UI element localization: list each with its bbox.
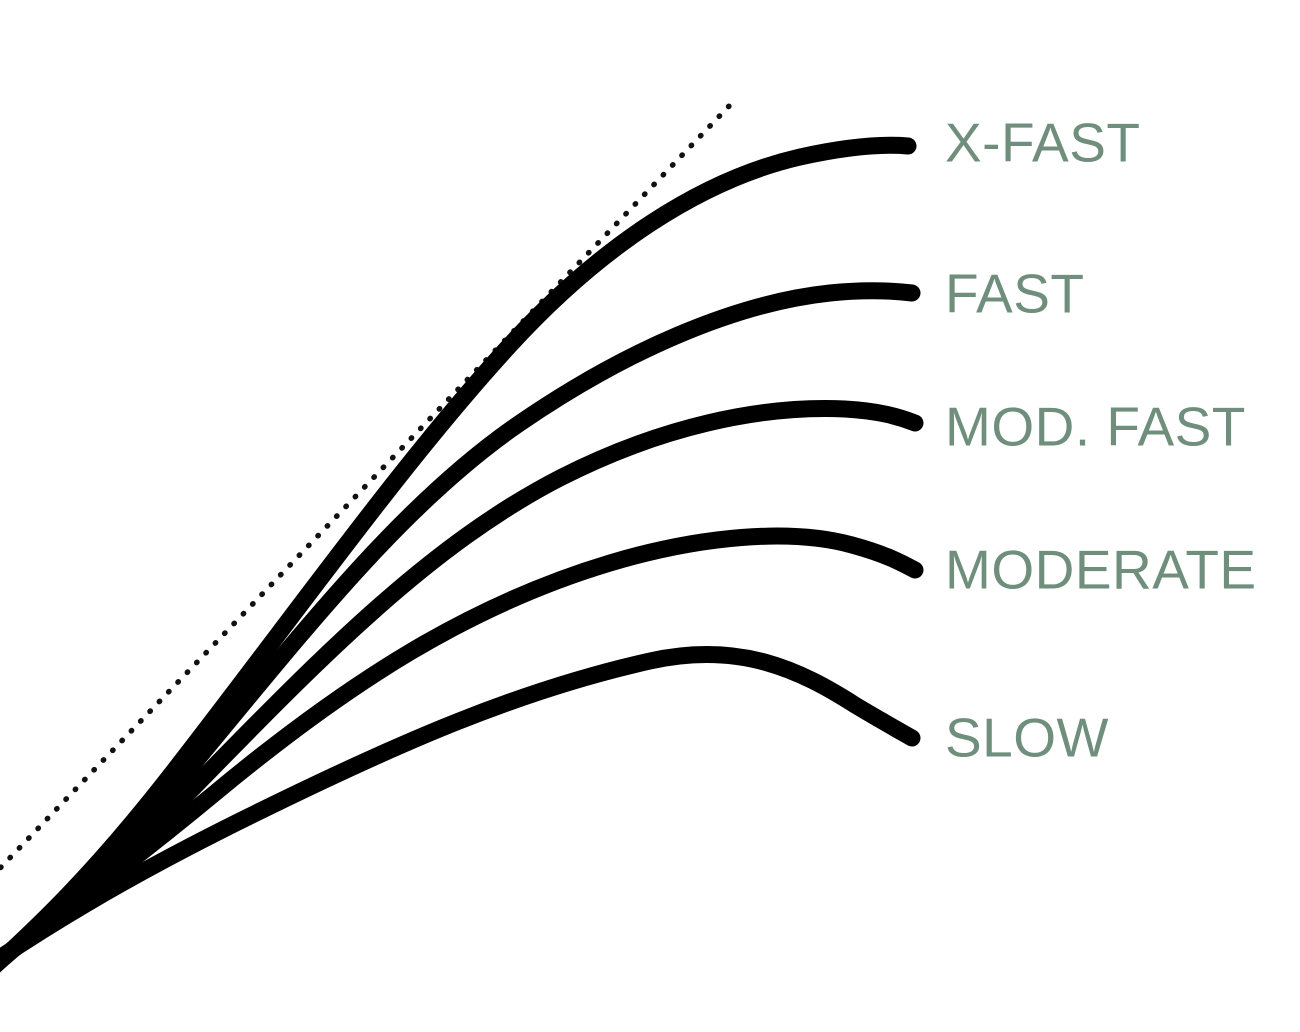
curve-label-x-fast: X-FAST xyxy=(945,111,1141,174)
curve-label-mod-fast: MOD. FAST xyxy=(945,395,1246,458)
curve-label-fast: FAST xyxy=(945,262,1085,325)
curve-slow xyxy=(0,646,921,968)
curve-moderate xyxy=(0,527,924,970)
curve-mod-fast xyxy=(0,400,924,971)
reference-line-dotted xyxy=(0,101,734,873)
curve-x-fast xyxy=(0,136,917,973)
curve-label-moderate: MODERATE xyxy=(945,538,1257,601)
curve-label-slow: SLOW xyxy=(945,706,1109,769)
